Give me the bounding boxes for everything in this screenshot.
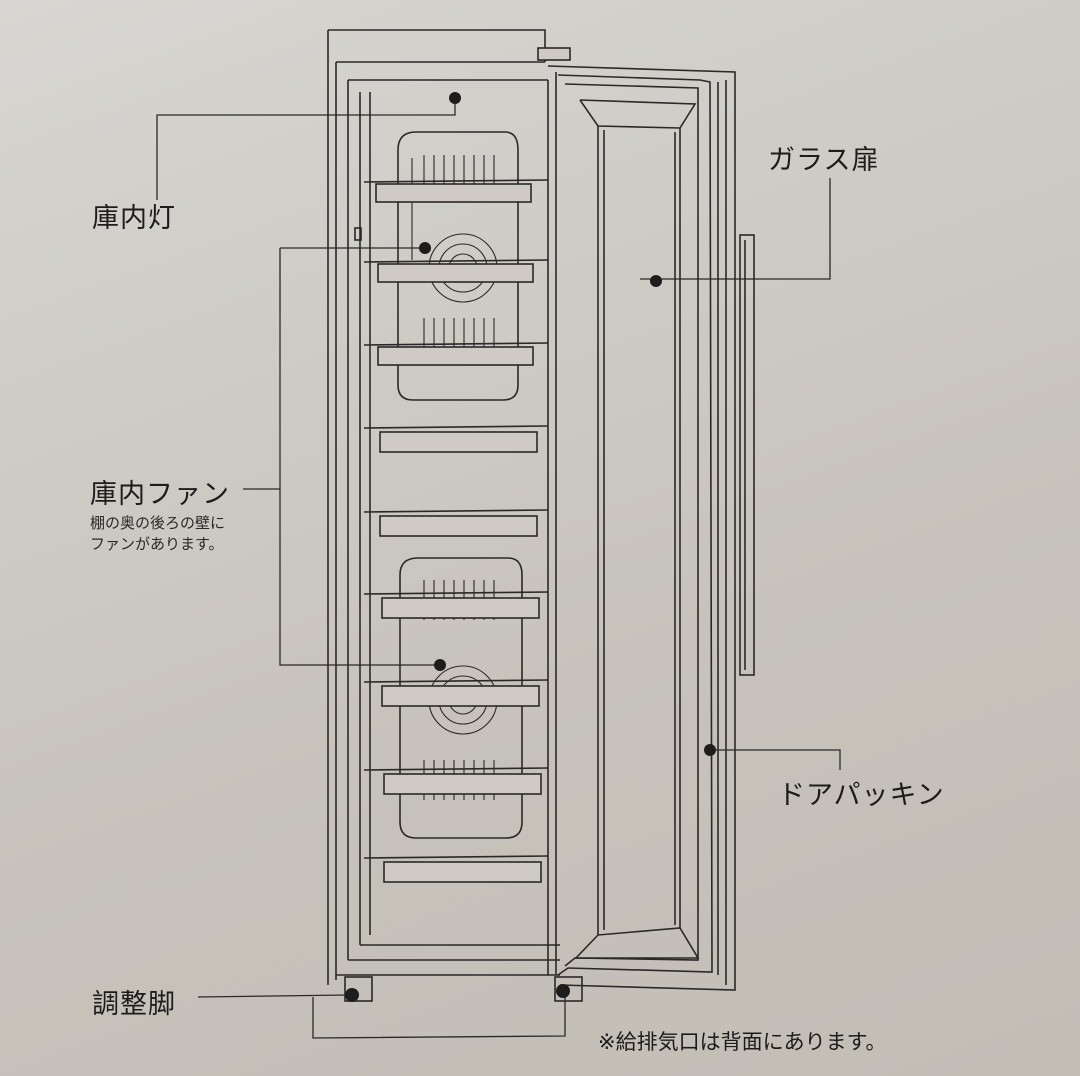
callout-dot-gasket xyxy=(704,744,716,756)
callout-dot-foot-left xyxy=(345,988,359,1002)
shelf xyxy=(363,767,549,795)
callout-dot-glass xyxy=(650,275,662,287)
glass-door xyxy=(547,65,755,991)
label-interior-fan: 庫内ファン xyxy=(90,479,230,510)
shelf xyxy=(363,509,549,537)
vent-note: ※給排気口は背面にあります。 xyxy=(598,1030,887,1054)
label-glass-door: ガラス扉 xyxy=(768,145,880,176)
cabinet-body xyxy=(327,29,583,1002)
label-interior-light: 庫内灯 xyxy=(92,203,176,234)
callout-dot-light xyxy=(449,92,461,104)
shelves xyxy=(363,179,549,883)
shelf xyxy=(363,591,549,619)
callout-dot-fan-upper xyxy=(419,242,431,254)
shelf xyxy=(363,342,549,366)
leader-lines xyxy=(156,98,841,1039)
label-door-gasket: ドアパッキン xyxy=(778,780,945,811)
label-fan-note-1: 棚の奥の後ろの壁に xyxy=(90,514,226,532)
callout-dot-foot-right xyxy=(556,984,570,998)
shelf xyxy=(363,855,549,883)
shelf xyxy=(363,259,549,283)
callout-dots xyxy=(345,92,716,1002)
shelf xyxy=(363,425,549,453)
shelf xyxy=(363,679,549,707)
shelf xyxy=(363,179,549,203)
label-adjustable-feet: 調整脚 xyxy=(92,989,176,1020)
label-fan-note-2: ファンがあります。 xyxy=(90,535,224,553)
callout-dot-fan-lower xyxy=(434,659,446,671)
